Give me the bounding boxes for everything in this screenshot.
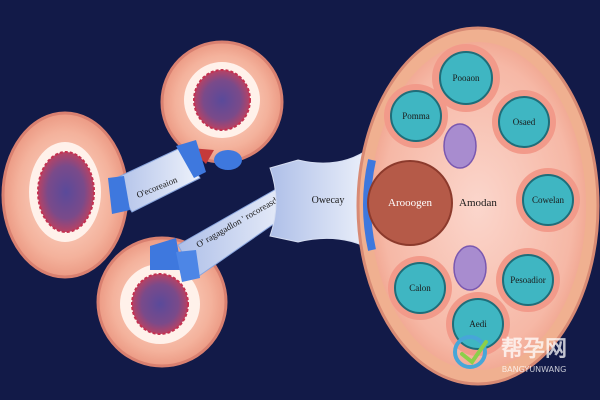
right-label: Amodan: [459, 197, 497, 209]
svg-text:Aedi: Aedi: [469, 319, 487, 329]
large-cell: Arooogen Amodan Pooaon Pomma Osaed Cowel…: [356, 26, 600, 386]
cell-bottom-right: Pesoadior: [496, 248, 560, 312]
watermark-text-en: BANGYUNWANG: [502, 365, 567, 374]
watermark-text-cn: 帮孕网: [501, 336, 567, 362]
svg-text:Pomma: Pomma: [402, 111, 430, 121]
cell-top-left: Pomma: [384, 84, 448, 148]
watermark: 帮孕网 BANGYUNWANG: [453, 335, 567, 374]
watermark-logo-icon: [453, 335, 487, 369]
cell-bottom-left: Calon: [388, 256, 452, 320]
cell-top-right: Osaed: [492, 90, 556, 154]
connector-top: [214, 150, 242, 170]
vesicle-upper: [443, 123, 477, 169]
svg-text:Calon: Calon: [409, 283, 431, 293]
membrane-gate: [363, 159, 376, 251]
cell-right: Cowelan: [516, 168, 580, 232]
funnel-arrow: Owecay: [269, 147, 373, 251]
svg-text:Pesoadior: Pesoadior: [510, 275, 546, 285]
center-label: Arooogen: [388, 197, 432, 209]
vesicle-lower: [453, 245, 487, 291]
svg-text:Cowelan: Cowelan: [532, 195, 564, 205]
arrow-upper: O'ecoreaion: [108, 140, 206, 214]
cell-top: Pooaon: [432, 44, 500, 112]
central-nucleus: [367, 160, 453, 246]
tissue-top: [160, 40, 284, 164]
svg-text:Osaed: Osaed: [513, 117, 536, 127]
funnel-label: Owecay: [312, 195, 345, 206]
tissue-left: [1, 111, 129, 279]
svg-text:Pooaon: Pooaon: [453, 73, 481, 83]
